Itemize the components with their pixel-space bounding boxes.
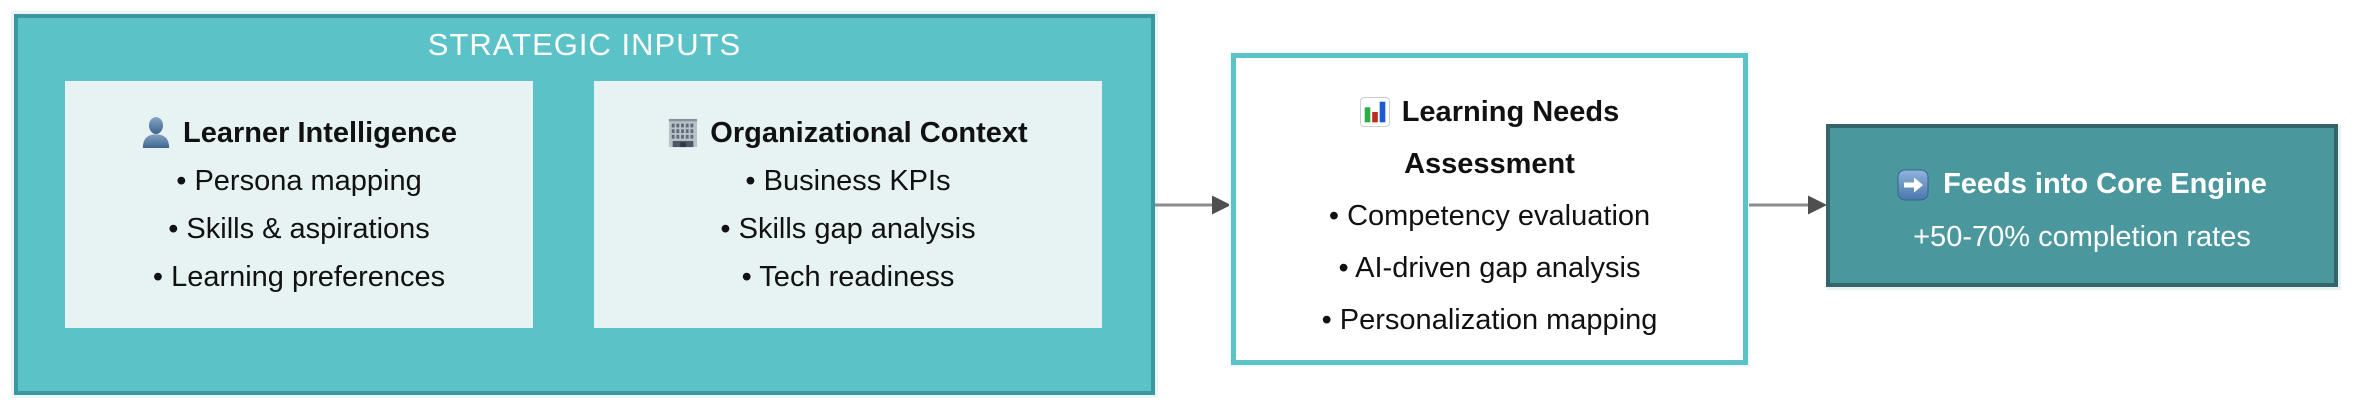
learner-intelligence-box: Learner Intelligence • Persona mapping •…	[65, 81, 533, 328]
strategic-inputs-container: STRATEGIC INPUTS Learner Intelligence • …	[14, 14, 1155, 395]
core-engine-title: Feeds into Core Engine	[1943, 168, 2267, 200]
learner-bullet-2: • Skills & aspirations	[168, 212, 430, 245]
assessment-bullet-2: • AI-driven gap analysis	[1338, 251, 1641, 284]
org-bullet-2: • Skills gap analysis	[720, 212, 976, 245]
learner-bullet-3: • Learning preferences	[152, 260, 446, 293]
building-icon	[668, 117, 698, 149]
learner-bullet-1: • Persona mapping	[176, 164, 422, 197]
core-engine-box: Feeds into Core Engine +50-70% completio…	[1826, 124, 2338, 287]
org-bullet-3: • Tech readiness	[741, 260, 955, 293]
organizational-context-title-row: Organizational Context	[594, 109, 1102, 157]
arrow-right-icon	[1897, 169, 1929, 201]
assessment-title-row: Learning Needs	[1236, 86, 1743, 138]
person-icon	[141, 117, 171, 149]
organizational-context-title: Organizational Context	[710, 116, 1028, 149]
assessment-title-line1: Learning Needs	[1401, 95, 1620, 128]
organizational-context-box: Organizational Context • Business KPIs •…	[594, 81, 1102, 328]
connector-arrow-1	[1155, 194, 1231, 221]
bar-chart-icon	[1359, 97, 1390, 127]
core-engine-subtitle: +50-70% completion rates	[1913, 221, 2251, 253]
learner-intelligence-title-row: Learner Intelligence	[65, 109, 533, 157]
strategic-inputs-title: STRATEGIC INPUTS	[427, 27, 742, 62]
assessment-bullet-1: • Competency evaluation	[1328, 199, 1651, 232]
learner-intelligence-title: Learner Intelligence	[183, 116, 457, 149]
org-bullet-1: • Business KPIs	[745, 164, 951, 197]
assessment-bullet-3: • Personalization mapping	[1321, 303, 1658, 336]
connector-arrow-2	[1749, 194, 1827, 221]
assessment-title-line2: Assessment	[1404, 147, 1575, 180]
core-engine-title-row: Feeds into Core Engine	[1830, 158, 2334, 211]
learning-needs-assessment-box: Learning Needs Assessment • Competency e…	[1231, 53, 1748, 365]
